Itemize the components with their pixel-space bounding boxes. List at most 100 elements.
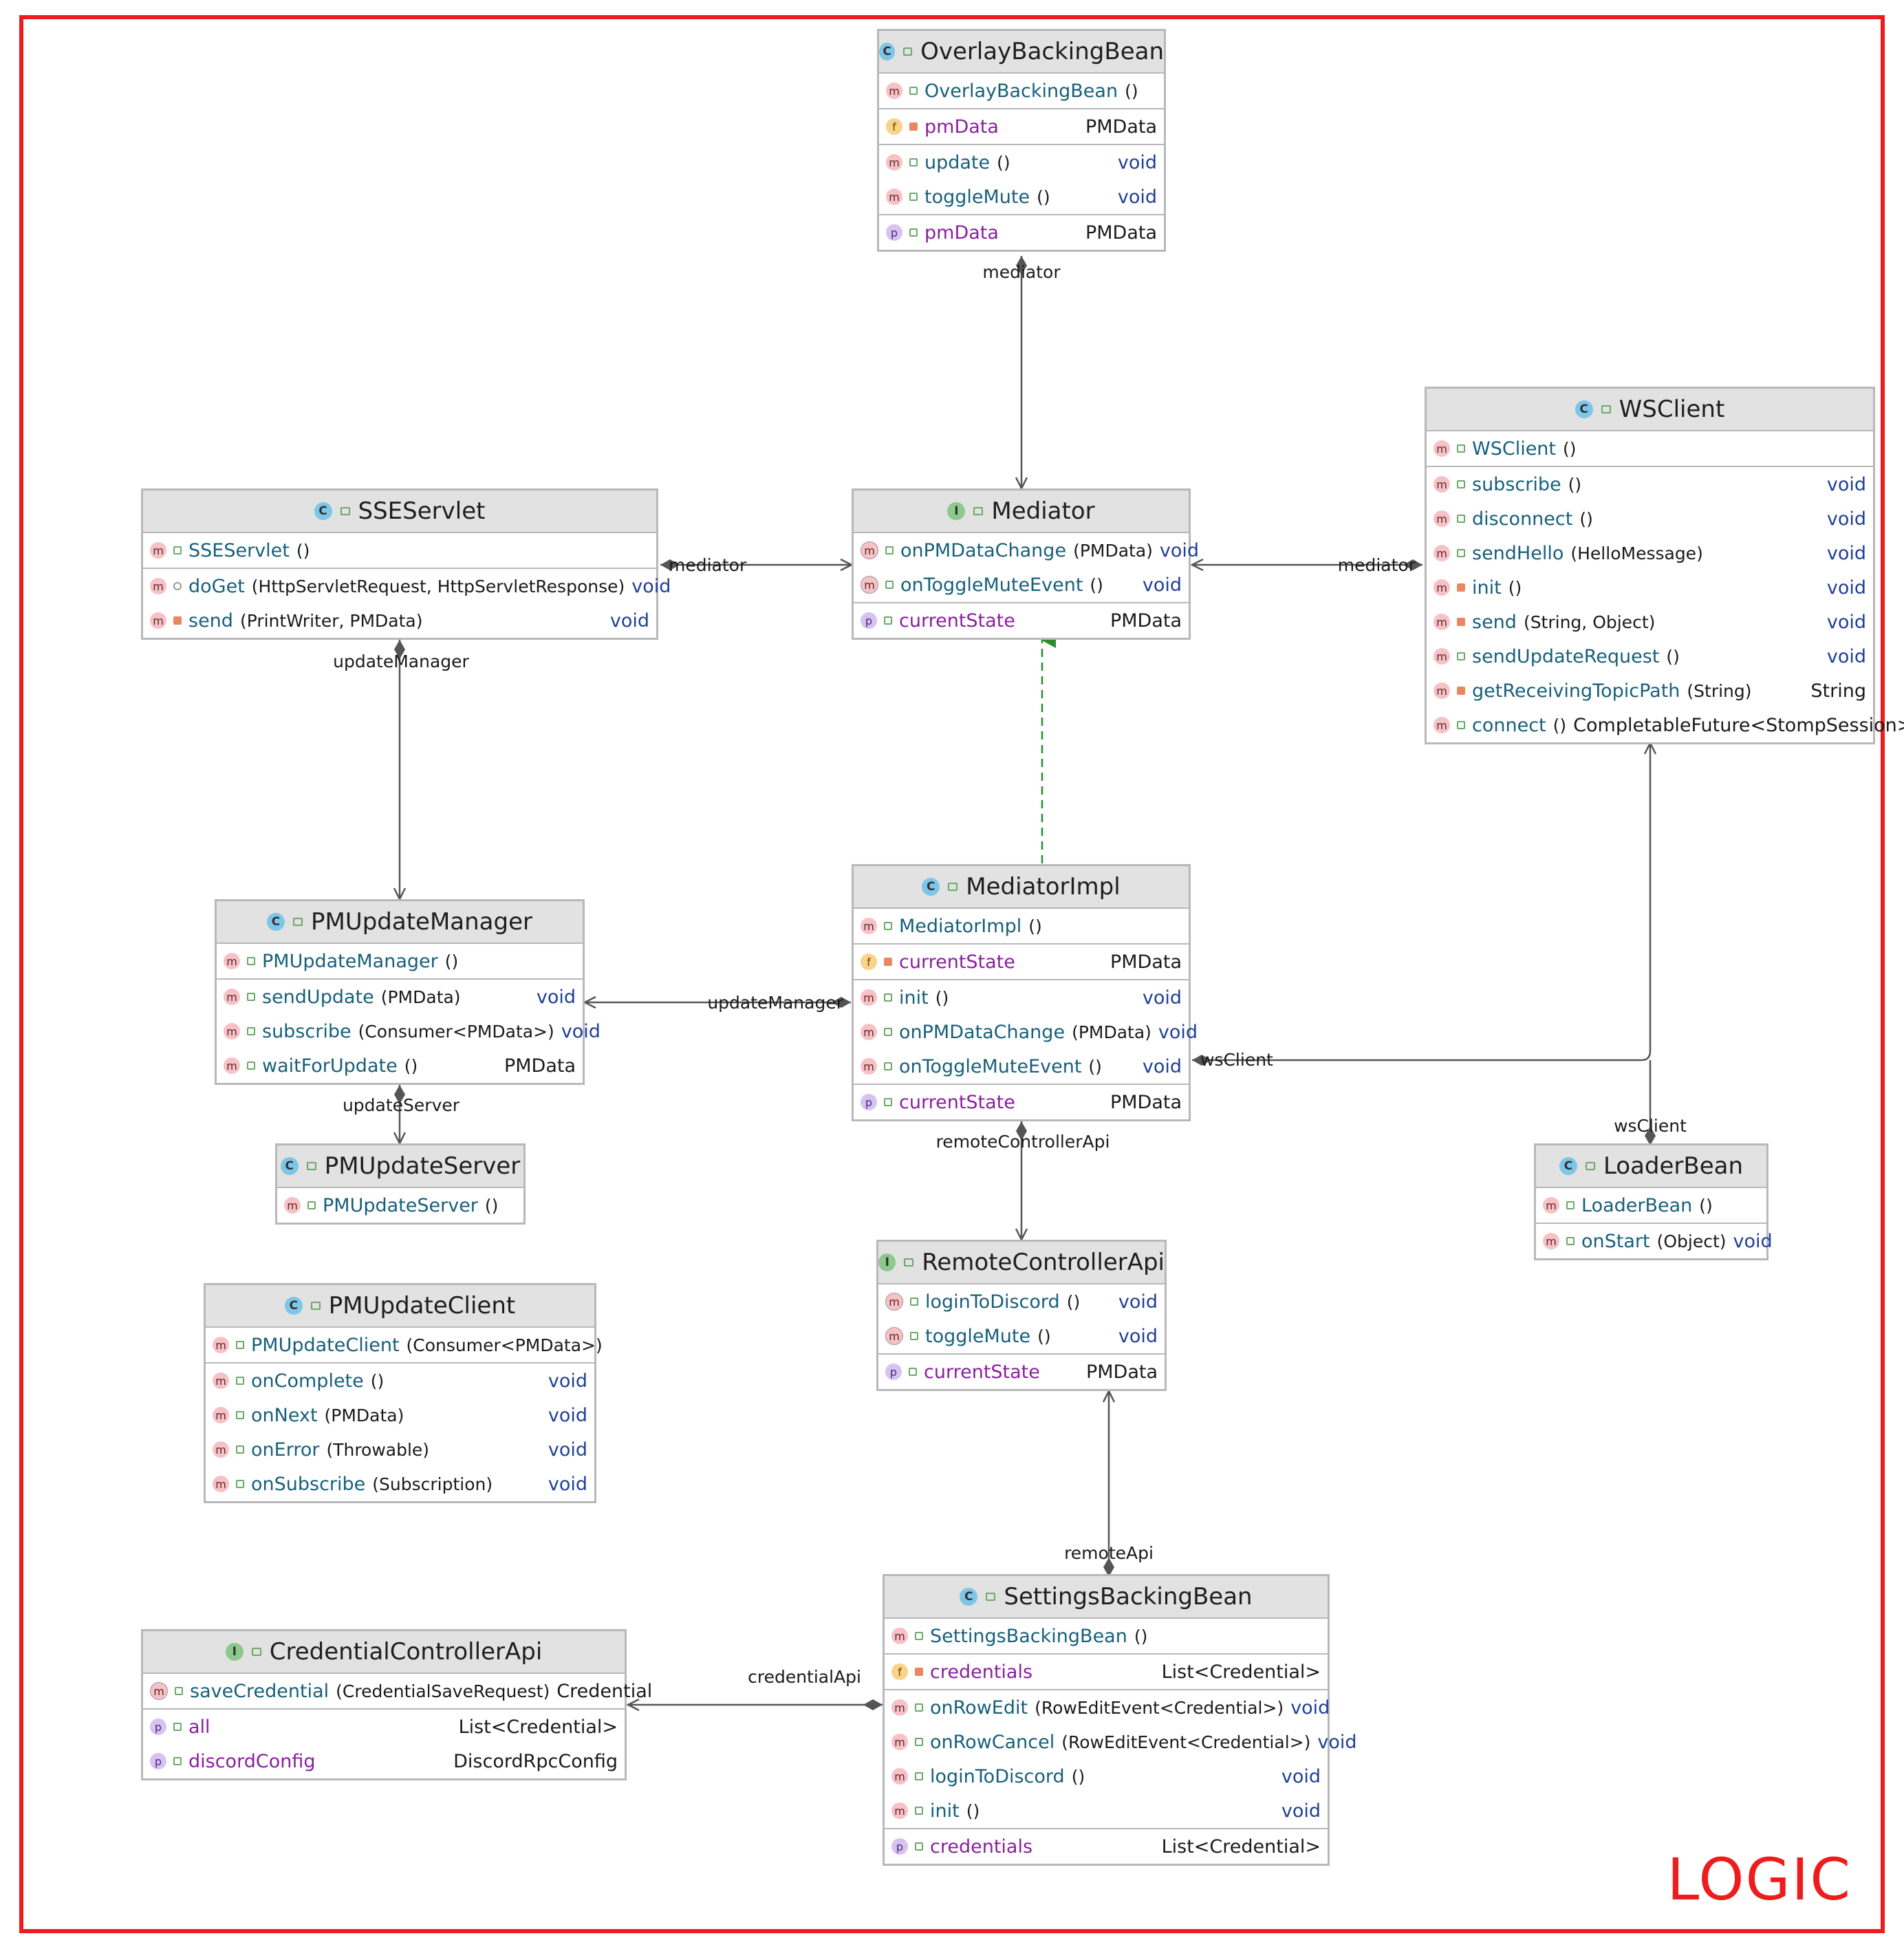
member-type: void bbox=[536, 986, 576, 1008]
member-type: PMData bbox=[1085, 116, 1157, 138]
member-name: SSEServlet bbox=[188, 539, 290, 561]
field-icon: f bbox=[861, 954, 877, 970]
method-icon: m bbox=[1543, 1197, 1559, 1214]
member-params: () bbox=[1579, 508, 1593, 529]
member-params: () bbox=[1553, 715, 1567, 735]
member-params: () bbox=[1134, 1626, 1148, 1646]
property-icon: p bbox=[886, 224, 902, 241]
member-name: PMUpdateServer bbox=[323, 1194, 478, 1216]
member-name: onToggleMuteEvent bbox=[900, 574, 1083, 596]
public-lock-icon bbox=[173, 1723, 182, 1731]
member-name: currentState bbox=[924, 1361, 1040, 1383]
edge-label: mediator bbox=[1338, 555, 1416, 575]
member-params: (HelloMessage) bbox=[1570, 543, 1703, 563]
edge-label: wsClient bbox=[1614, 1116, 1687, 1136]
public-lock-icon bbox=[1566, 1201, 1575, 1209]
member-name: getReceivingTopicPath bbox=[1472, 680, 1680, 702]
method-icon: m bbox=[213, 1372, 229, 1389]
member-params: () bbox=[966, 1800, 980, 1821]
member-name: subscribe bbox=[262, 1020, 351, 1042]
member-name: MediatorImpl bbox=[899, 915, 1022, 937]
public-lock-icon bbox=[310, 1302, 321, 1310]
member-params: (Consumer<PMData>) bbox=[406, 1335, 603, 1355]
member-name: disconnect bbox=[1472, 508, 1573, 530]
class-icon: C bbox=[1575, 400, 1593, 418]
private-lock-icon bbox=[915, 1668, 923, 1676]
member-params: () bbox=[1037, 1326, 1051, 1346]
public-lock-icon bbox=[903, 47, 913, 56]
class-name: RemoteControllerApi bbox=[922, 1249, 1165, 1276]
edge-label: remoteApi bbox=[1064, 1543, 1154, 1563]
edge-label: mediator bbox=[982, 262, 1061, 282]
edge-label: credentialApi bbox=[748, 1667, 861, 1687]
